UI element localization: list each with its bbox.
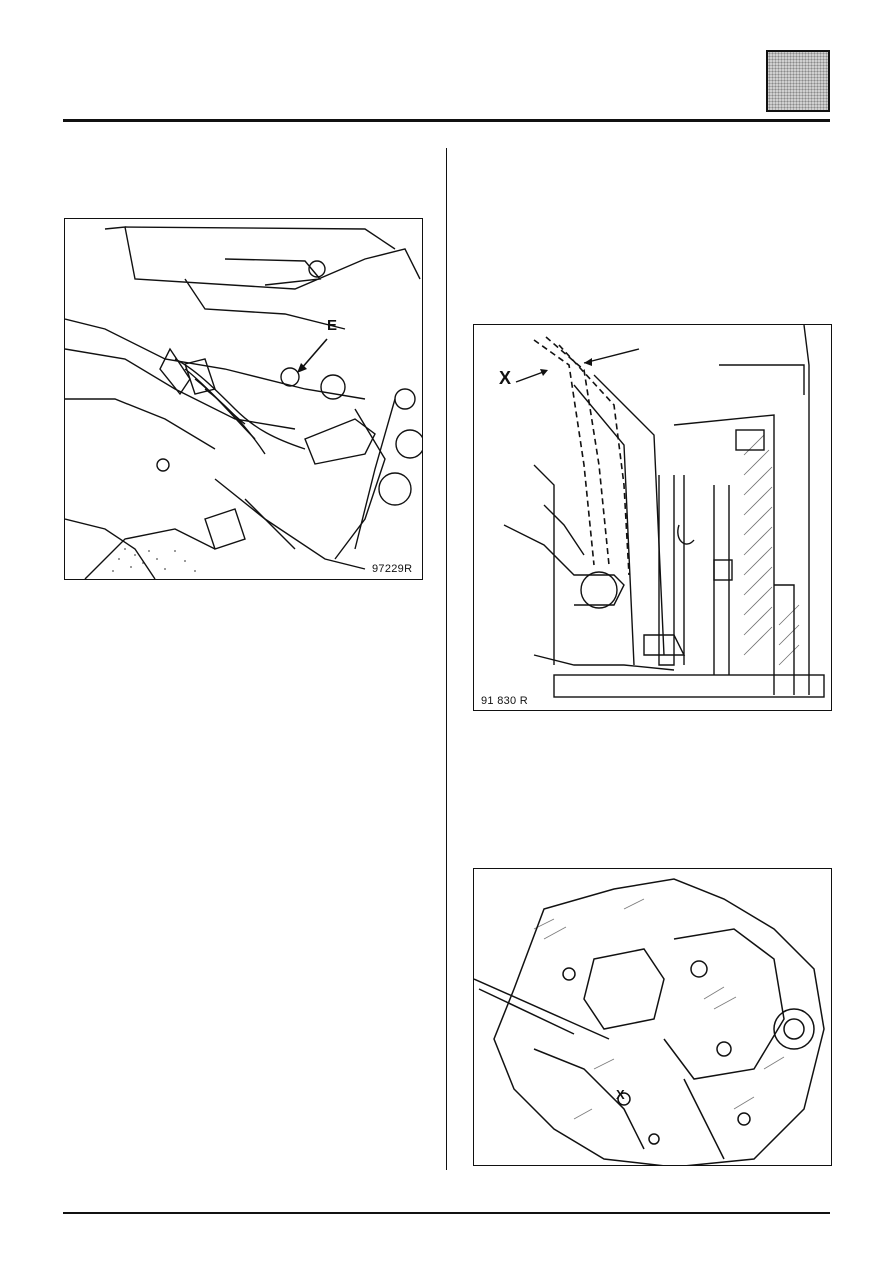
wiring-harness-illustration [65, 226, 422, 579]
figure-reference: 91 830 R [480, 695, 530, 707]
callout-arrow-icon [540, 369, 548, 376]
callout-arrow-icon [584, 358, 592, 366]
callout-label-x: X [616, 1087, 625, 1102]
header-rule [63, 119, 830, 122]
figure-reference: 97229R [371, 563, 414, 575]
footer-rule [63, 1212, 830, 1214]
callout-label-e: E [327, 317, 338, 334]
callout-arrow-icon [297, 363, 307, 373]
callout-label-x: X [499, 368, 512, 388]
gearbox-casing-illustration [474, 878, 825, 1165]
figure-gearbox-casing: X [473, 868, 832, 1166]
figure-wiring-harness: E 97229R [64, 218, 423, 580]
figure-clutch-cross-section: X 91 830 R [473, 324, 832, 711]
clutch-cross-section-illustration [503, 325, 825, 698]
column-divider [446, 148, 447, 1170]
section-tab-box [766, 50, 830, 112]
